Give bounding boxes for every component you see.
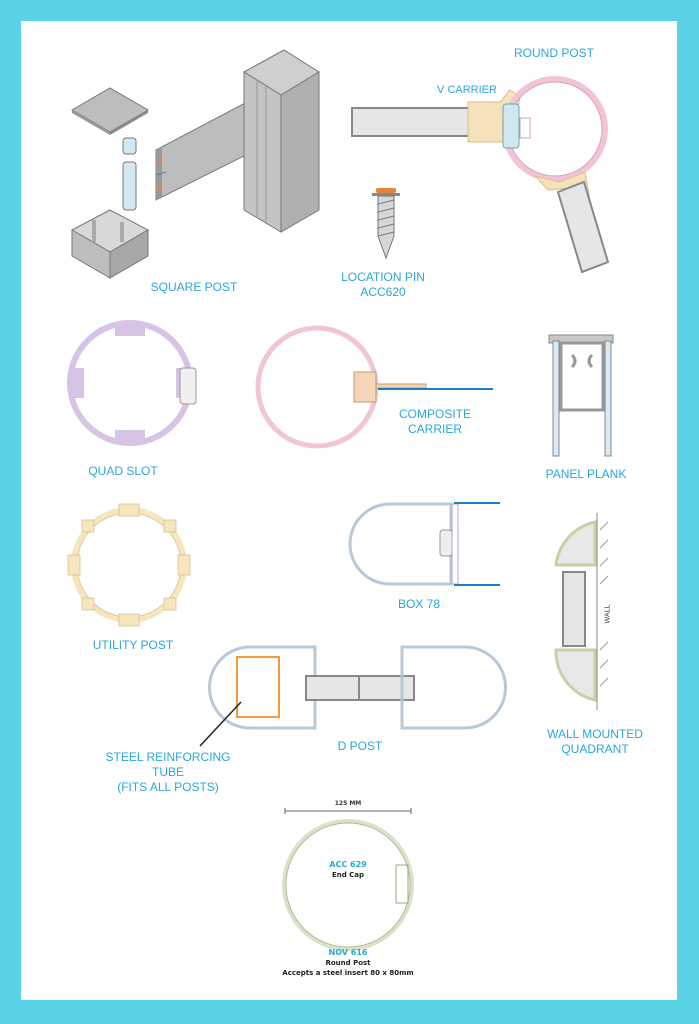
square-post-insert-icon: [122, 137, 137, 211]
round-post-nov616-icon: [282, 808, 414, 951]
label-utility-post: UTILITY POST: [92, 638, 174, 652]
label-square-post: SQUARE POST: [150, 280, 238, 294]
dimension-label: 125 MM: [334, 800, 362, 807]
composite-carrier-profile-icon: [255, 325, 493, 449]
end-cap-code: ACC 629: [329, 860, 367, 869]
label-panel-plank: PANEL PLANK: [545, 467, 627, 481]
post-code: NOV 616: [328, 948, 368, 957]
square-post-base-icon: [70, 209, 150, 279]
location-pin-icon: [372, 188, 400, 260]
label-wall-mounted-2: QUADRANT: [561, 742, 629, 756]
label-round-post: ROUND POST: [513, 46, 595, 60]
label-quad-slot: QUAD SLOT: [88, 464, 158, 478]
label-composite-carrier-2: CARRIER: [407, 422, 463, 436]
panel-plank-profile-icon: [548, 334, 614, 457]
label-wall: WALL: [603, 604, 612, 624]
label-location-pin-code: ACC620: [360, 285, 406, 299]
square-post-column-icon: [243, 49, 320, 233]
label-steel-tube-2: TUBE: [151, 765, 185, 779]
label-wall-mounted: WALL MOUNTED: [547, 727, 643, 741]
utility-post-profile-icon: [67, 503, 191, 627]
label-d-post: D POST: [337, 739, 383, 753]
label-steel-tube-3: (FITS ALL POSTS): [117, 780, 219, 794]
round-post-assembly-icon: [351, 76, 610, 274]
label-steel-tube: STEEL REINFORCING: [105, 750, 231, 764]
label-v-carrier: V CARRIER: [437, 84, 497, 96]
box78-profile-icon: [348, 502, 500, 586]
label-location-pin: LOCATION PIN: [341, 270, 425, 284]
post-note: Accepts a steel insert 80 x 80mm: [282, 969, 414, 977]
quad-slot-profile-icon: [67, 320, 197, 446]
post-name: Round Post: [325, 959, 371, 967]
d-post-profile-icon: [199, 645, 507, 747]
label-box78: BOX 78: [397, 597, 441, 611]
end-cap-name: End Cap: [331, 871, 365, 879]
label-composite-carrier: COMPOSITE: [398, 407, 472, 421]
square-post-cap-icon: [71, 87, 149, 135]
wall-mounted-quadrant-icon: [554, 513, 609, 710]
